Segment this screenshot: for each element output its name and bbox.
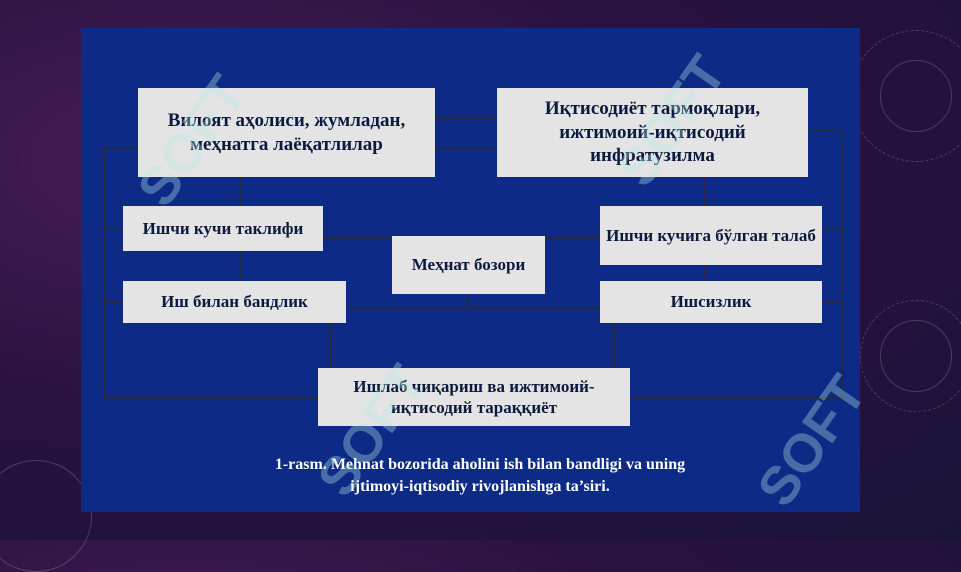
connector-lines — [103, 117, 843, 399]
box-unemployment: Ишсизлик — [600, 281, 822, 323]
box-labor-supply: Ишчи кучи таклифи — [123, 206, 323, 251]
caption-line-2: ijtimoyi-iqtisodiy rivojlanishga ta’siri… — [350, 478, 610, 496]
box-economic-sectors: Иқтисодиёт тармоқлари, ижтимоий-иқтисоди… — [497, 88, 808, 177]
box-labor-market: Меҳнат бозори — [392, 236, 545, 294]
decorative-circle — [860, 300, 961, 412]
figure-caption: 1-rasm. Mehnat bozorida aholini ish bila… — [150, 454, 810, 499]
caption-line-1: 1-rasm. Mehnat bozorida aholini ish bila… — [274, 456, 686, 473]
box-labor-demand: Ишчи кучига бўлган талаб — [600, 206, 822, 265]
box-population: Вилоят аҳолиси, жумладан, меҳнатга лаёқа… — [138, 88, 435, 177]
box-employment: Иш билан бандлик — [123, 281, 346, 323]
box-development: Ишлаб чиқариш ва ижтимоий-иқтисодий тара… — [318, 368, 630, 426]
